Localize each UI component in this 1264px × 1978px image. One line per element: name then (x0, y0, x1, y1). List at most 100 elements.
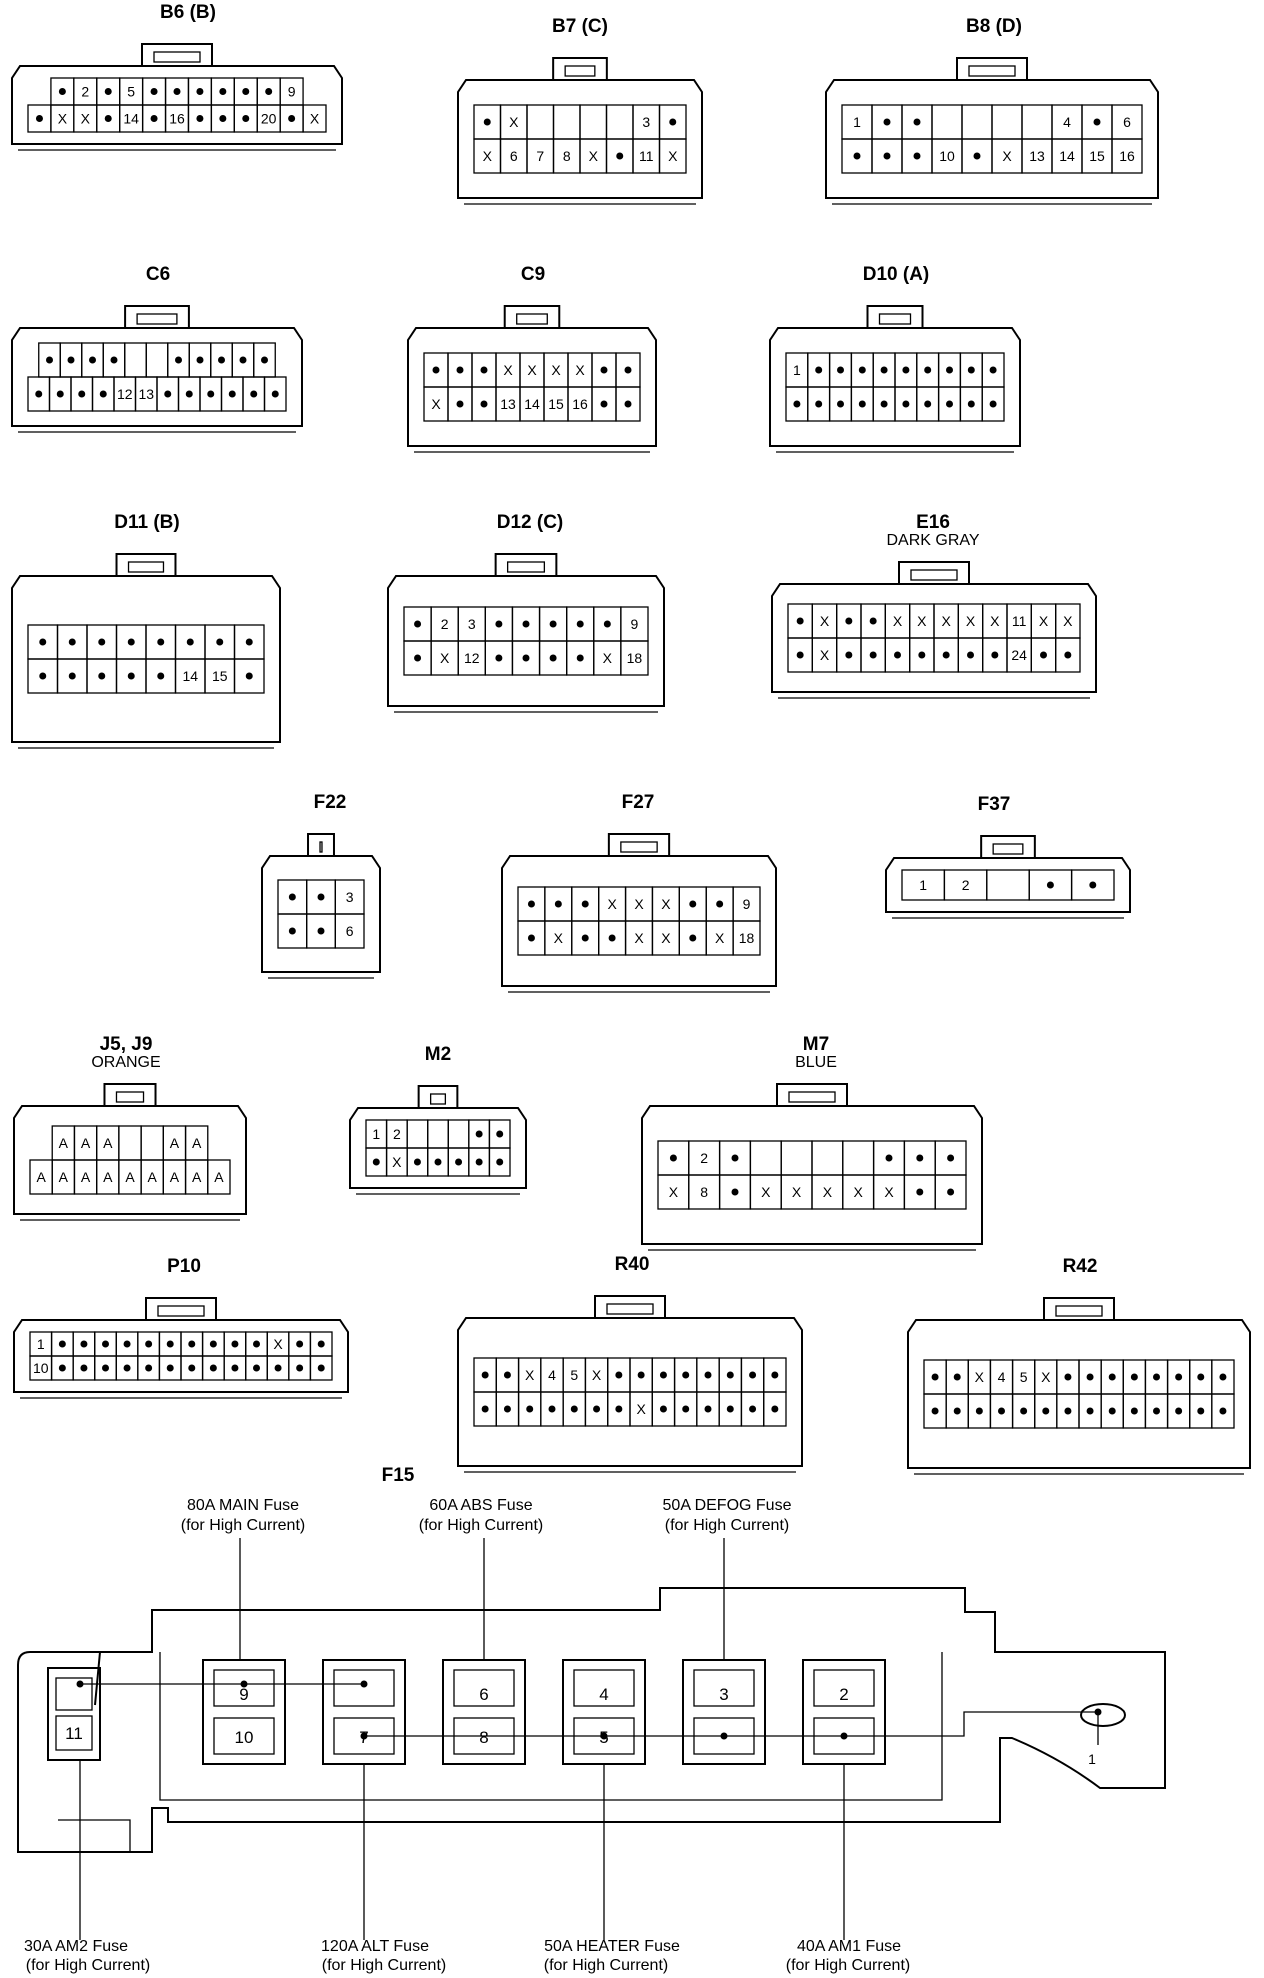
housing (11, 327, 303, 427)
terminal-11: 11 (65, 1724, 83, 1743)
pin-label: 15 (212, 668, 228, 684)
latch-tab (992, 843, 1024, 855)
pin-dot (815, 400, 823, 408)
pin-dot (1086, 1407, 1094, 1415)
pin-dot (815, 366, 823, 374)
pin-label: 14 (524, 396, 540, 412)
pin-dot (218, 356, 225, 364)
pin-label: X (823, 1184, 833, 1200)
block-inner-frame (159, 1652, 943, 1801)
pin-dot (35, 115, 43, 122)
pin-label: X (81, 111, 91, 127)
pin-cell (934, 1174, 967, 1210)
pin-label: 10 (33, 1360, 49, 1376)
pin-label: 3 (346, 889, 354, 905)
latch (1030, 1297, 1128, 1321)
pin-label: X (715, 930, 725, 946)
terminal-2: 2 (839, 1685, 848, 1704)
pin-dot (689, 900, 697, 908)
pin-dot (228, 390, 236, 398)
pin-dot (495, 654, 503, 662)
connector-title: C6 (146, 264, 170, 285)
latch (111, 305, 203, 329)
pin-label: 1 (372, 1126, 380, 1142)
pin-dot (637, 1371, 645, 1379)
pin-cell (658, 138, 687, 174)
pin-dot (624, 366, 632, 374)
pin-cell (1211, 1393, 1235, 1429)
pin-dot (274, 1364, 282, 1372)
pin-dot (157, 672, 165, 680)
pin-dot (104, 115, 112, 122)
pin-dot (245, 672, 253, 680)
defog-fuse-sublabel: (for High Current) (665, 1517, 789, 1534)
fuse-heater-housing (562, 1659, 646, 1765)
pin-cell (207, 1159, 231, 1195)
pin-label: A (59, 1135, 69, 1151)
pin-dot (35, 390, 43, 398)
pin-dot (123, 1340, 131, 1348)
pin-dot (1093, 118, 1101, 126)
pin-label: X (392, 1154, 402, 1170)
pin-label: 20 (261, 111, 277, 127)
pin-dot (902, 366, 910, 374)
pin-dot (1020, 1407, 1028, 1415)
pin-dot (242, 88, 250, 95)
pin-cell (732, 920, 761, 956)
pin-dot (549, 654, 557, 662)
pin-dot (1197, 1407, 1205, 1415)
pin-dot (188, 1364, 196, 1372)
block-housing (17, 1587, 1166, 1853)
pin-label: X (273, 1336, 283, 1352)
f15-fusible-link-block: F15 80A MAIN Fuse (for High Current) 60A… (17, 1465, 1166, 1974)
pin-dot (261, 356, 268, 364)
pin-dot (196, 356, 204, 364)
pin-dot (998, 1407, 1005, 1415)
pin-dot (1046, 881, 1054, 889)
latch (490, 305, 574, 329)
housing (13, 1319, 349, 1393)
pin-label: 18 (627, 650, 643, 666)
pin-label: X (669, 1184, 679, 1200)
pin-cell (302, 104, 327, 133)
pin-label: A (103, 1169, 113, 1185)
connector-title: E16 (916, 512, 950, 533)
am1-fuse-label: 40A AM1 Fuse (797, 1938, 901, 1955)
pin-dot (1197, 1373, 1205, 1381)
pin-dot (271, 390, 279, 398)
pin-dot (967, 400, 975, 408)
pin-label: 6 (346, 923, 354, 939)
pin-label: 15 (548, 396, 564, 412)
housing (457, 1317, 803, 1467)
pin-label: X (503, 362, 513, 378)
pin-label: 1 (919, 877, 927, 893)
pin-dot (793, 400, 801, 408)
connector-title: F37 (978, 794, 1011, 815)
pin-dot (207, 390, 215, 398)
pin-cell (763, 1391, 787, 1427)
latch-tab (910, 569, 958, 581)
pin-cell (1021, 104, 1053, 140)
pin-label: X (893, 613, 903, 629)
pin-dot (749, 1371, 757, 1379)
pin-label: 4 (1063, 114, 1071, 130)
pin-dot (317, 1340, 325, 1348)
pin-dot (102, 1340, 109, 1348)
pin-dot (231, 1340, 239, 1348)
pin-dot (1108, 1373, 1116, 1381)
pin-dot (527, 900, 535, 908)
pin-dot (173, 88, 181, 95)
pin-dot (967, 366, 975, 374)
pin-dot (916, 1154, 924, 1162)
pin-dot (250, 390, 258, 398)
pin-dot (600, 366, 608, 374)
fuse-alt-group: 7 (322, 1659, 406, 1765)
pin-dot (576, 654, 584, 662)
pin-dot (242, 115, 250, 122)
pin-dot (600, 400, 608, 408)
fuse-abs-heater-group: 6 8 (442, 1659, 526, 1765)
pin-dot (837, 366, 844, 374)
pin-cell (981, 386, 1005, 422)
